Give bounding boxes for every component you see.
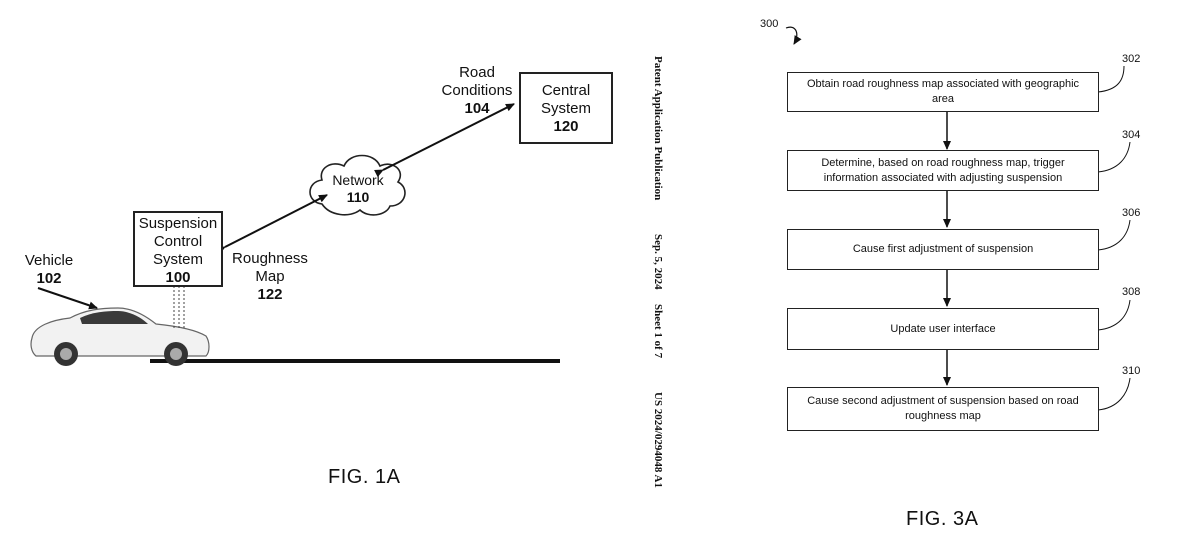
step-308-box: Update user interface <box>787 308 1099 350</box>
vehicle-car-icon <box>30 307 210 366</box>
network-ref: 110 <box>346 188 370 205</box>
header-sheet: Sheet 1 of 7 <box>652 304 664 359</box>
header-publication: Patent Application Publication <box>652 56 664 201</box>
step-304-ref: 304 <box>1122 129 1141 141</box>
step-308-ref: 308 <box>1122 286 1141 298</box>
step-302-ref: 302 <box>1122 53 1141 65</box>
vehicle-label: Vehicle 102 <box>14 252 84 288</box>
step-310-ref: 310 <box>1122 365 1141 377</box>
road-conditions-label: Road Conditions 104 <box>430 64 524 118</box>
header-date: Sep. 5, 2024 <box>652 234 664 290</box>
suspension-line2: Control <box>153 233 203 250</box>
network-label-text: Network <box>332 172 384 188</box>
network-label: Network 110 <box>318 172 398 206</box>
central-line1: Central <box>541 82 591 99</box>
suspension-ref: 100 <box>165 269 191 286</box>
road-ref: 104 <box>464 100 490 117</box>
step-306-ref: 306 <box>1122 207 1141 219</box>
central-system-box: Central System 120 <box>519 72 613 144</box>
central-line2: System <box>540 100 591 117</box>
fig1a-caption: FIG. 1A <box>328 466 401 488</box>
step-306-box: Cause first adjustment of suspension <box>787 229 1099 270</box>
suspension-line3: System <box>152 251 203 268</box>
step-308-text: Update user interface <box>890 322 996 335</box>
roughness-line1: Roughness <box>232 250 308 267</box>
flowchart-ref: 300 <box>760 18 779 30</box>
step-304-text: Determine, based on road roughness map, … <box>821 156 1065 184</box>
step-302-box: Obtain road roughness map associated wit… <box>787 72 1099 112</box>
road-line2: Conditions <box>441 82 513 99</box>
step-310-text: Cause second adjustment of suspension ba… <box>807 395 1079 422</box>
vehicle-ref: 102 <box>36 270 62 287</box>
vehicle-label-text: Vehicle <box>24 252 74 269</box>
suspension-line1: Suspension <box>138 215 218 232</box>
roughness-line2: Map <box>255 268 285 285</box>
header-number: US 2024/0294048 A1 <box>652 392 664 488</box>
fig3a-caption: FIG. 3A <box>906 508 979 530</box>
roughness-ref: 122 <box>257 286 283 303</box>
step-304-box: Determine, based on road roughness map, … <box>787 150 1099 191</box>
roughness-map-label: Roughness Map 122 <box>222 250 318 304</box>
road-line1: Road <box>459 64 495 81</box>
central-ref: 120 <box>553 118 579 135</box>
patent-header: Patent Application Publication Sep. 5, 2… <box>652 52 682 512</box>
step-310-box: Cause second adjustment of suspension ba… <box>787 387 1099 431</box>
step-306-text: Cause first adjustment of suspension <box>852 243 1034 256</box>
step-302-text: Obtain road roughness map associated wit… <box>806 78 1080 105</box>
suspension-control-system-box: Suspension Control System 100 <box>133 211 223 287</box>
